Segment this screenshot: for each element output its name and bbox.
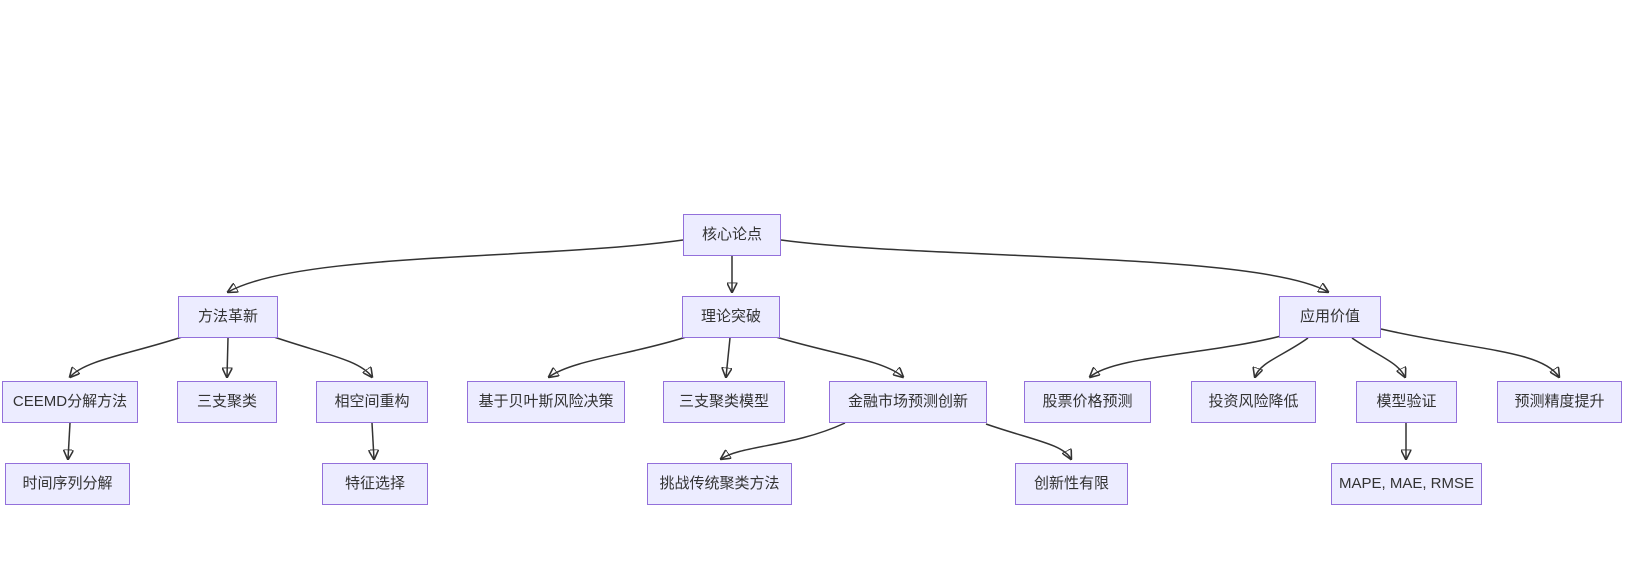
node-method-innovation-label: 方法革新 (197, 308, 258, 325)
edge-method-threeway (227, 337, 228, 377)
node-investment-risk-reduction-label: 投资风险降低 (1208, 393, 1299, 410)
edge-core-method (228, 239, 684, 292)
node-three-way-clustering-model: 三支聚类模型 (663, 381, 785, 423)
edge-application-modelvalid (1351, 337, 1405, 377)
node-three-way-clustering-label: 三支聚类 (196, 393, 257, 410)
node-forecast-precision-improvement-label: 预测精度提升 (1514, 393, 1605, 410)
node-feature-selection-label: 特征选择 (344, 475, 405, 492)
node-financial-market-forecast-innovation: 金融市场预测创新 (829, 381, 987, 423)
edge-theory-finance (775, 336, 903, 377)
edge-theory-twcmodel (726, 337, 730, 377)
node-bayesian-risk-decision-label: 基于贝叶斯风险决策 (478, 393, 614, 410)
node-phase-space-reconstruction: 相空间重构 (316, 381, 428, 423)
node-investment-risk-reduction: 投资风险降低 (1191, 381, 1316, 423)
node-core-thesis: 核心论点 (683, 214, 781, 256)
node-time-series-decomposition: 时间序列分解 (5, 463, 130, 505)
edge-phase-feature (372, 422, 374, 459)
node-bayesian-risk-decision: 基于贝叶斯风险决策 (467, 381, 625, 423)
node-three-way-clustering-model-label: 三支聚类模型 (678, 393, 769, 410)
node-theory-breakthrough: 理论突破 (682, 296, 780, 338)
node-model-validation-label: 模型验证 (1376, 393, 1437, 410)
edge-theory-bayes (549, 336, 687, 377)
node-model-validation: 模型验证 (1356, 381, 1457, 423)
node-financial-market-forecast-innovation-label: 金融市场预测创新 (847, 393, 968, 410)
node-theory-breakthrough-label: 理论突破 (700, 308, 761, 325)
node-stock-price-forecast-label: 股票价格预测 (1042, 393, 1133, 410)
node-application-value-label: 应用价值 (1299, 308, 1360, 325)
node-mape-mae-rmse-metrics-label: MAPE, MAE, RMSE (1338, 475, 1475, 492)
node-limited-innovation: 创新性有限 (1015, 463, 1128, 505)
edge-ceemd-timeseries (68, 422, 70, 459)
node-core-thesis-label: 核心论点 (701, 226, 762, 243)
node-phase-space-reconstruction-label: 相空间重构 (334, 393, 410, 410)
node-forecast-precision-improvement: 预测精度提升 (1497, 381, 1622, 423)
node-three-way-clustering: 三支聚类 (177, 381, 277, 423)
edge-method-ceemd (70, 336, 183, 377)
edge-method-phase (273, 336, 372, 377)
edge-application-stock (1090, 335, 1282, 377)
node-challenge-traditional-clustering-label: 挑战传统聚类方法 (659, 475, 780, 492)
node-ceemd-decomposition-label: CEEMD分解方法 (12, 393, 128, 410)
edge-finance-limited (985, 423, 1071, 459)
node-time-series-decomposition-label: 时间序列分解 (22, 475, 113, 492)
node-limited-innovation-label: 创新性有限 (1033, 475, 1109, 492)
node-ceemd-decomposition: CEEMD分解方法 (2, 381, 138, 423)
edge-application-precision (1380, 328, 1559, 377)
node-application-value: 应用价值 (1279, 296, 1381, 338)
edge-finance-challenge (721, 422, 846, 459)
node-mape-mae-rmse-metrics: MAPE, MAE, RMSE (1331, 463, 1482, 505)
edge-core-application (780, 239, 1328, 292)
node-feature-selection: 特征选择 (322, 463, 428, 505)
node-method-innovation: 方法革新 (178, 296, 278, 338)
edge-application-invest (1255, 337, 1309, 377)
node-stock-price-forecast: 股票价格预测 (1024, 381, 1151, 423)
node-challenge-traditional-clustering: 挑战传统聚类方法 (647, 463, 792, 505)
